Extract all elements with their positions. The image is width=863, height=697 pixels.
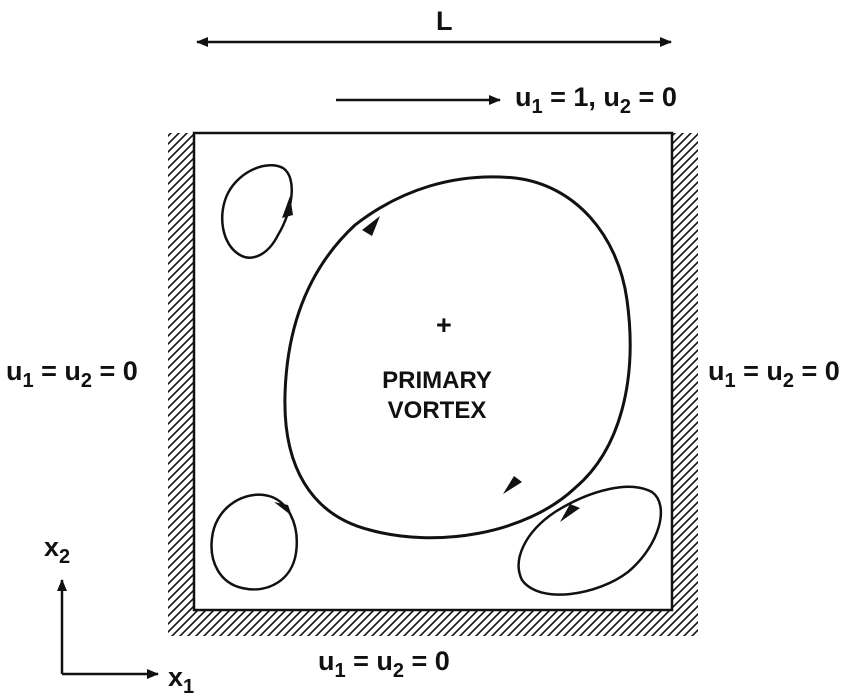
lower-left-secondary-vortex	[210, 493, 298, 591]
lower-right-secondary-vortex	[517, 485, 663, 596]
lower-left-vortex-arrow	[274, 502, 292, 516]
bottom-wall-hatch	[168, 610, 698, 636]
primary-vortex-label-line2: VORTEX	[388, 397, 487, 424]
length-label: L	[436, 6, 453, 36]
primary-vortex-arrow-bottom	[503, 476, 522, 494]
bottom-wall-boundary-condition: u1 = u2 = 0	[318, 646, 450, 682]
right-wall-boundary-condition: u1 = u2 = 0	[708, 356, 840, 392]
primary-vortex-label-line1: PRIMARY	[382, 367, 492, 394]
lid-boundary-condition: u1 = 1, u2 = 0	[515, 82, 677, 118]
primary-vortex-streamline	[283, 175, 632, 540]
upper-left-vortex-arrow	[282, 196, 293, 218]
lower-right-vortex-arrow	[560, 504, 580, 522]
left-wall-boundary-condition: u1 = u2 = 0	[6, 356, 138, 392]
primary-vortex-arrow-top	[362, 216, 380, 236]
cavity-boundary	[192, 131, 674, 612]
x2-axis-label: x2	[44, 532, 70, 568]
x1-axis-label: x1	[168, 662, 194, 697]
right-wall-hatch	[672, 133, 698, 611]
left-wall-hatch	[168, 133, 194, 611]
upper-left-secondary-vortex	[220, 164, 293, 259]
vortex-center-mark: +	[436, 310, 452, 340]
